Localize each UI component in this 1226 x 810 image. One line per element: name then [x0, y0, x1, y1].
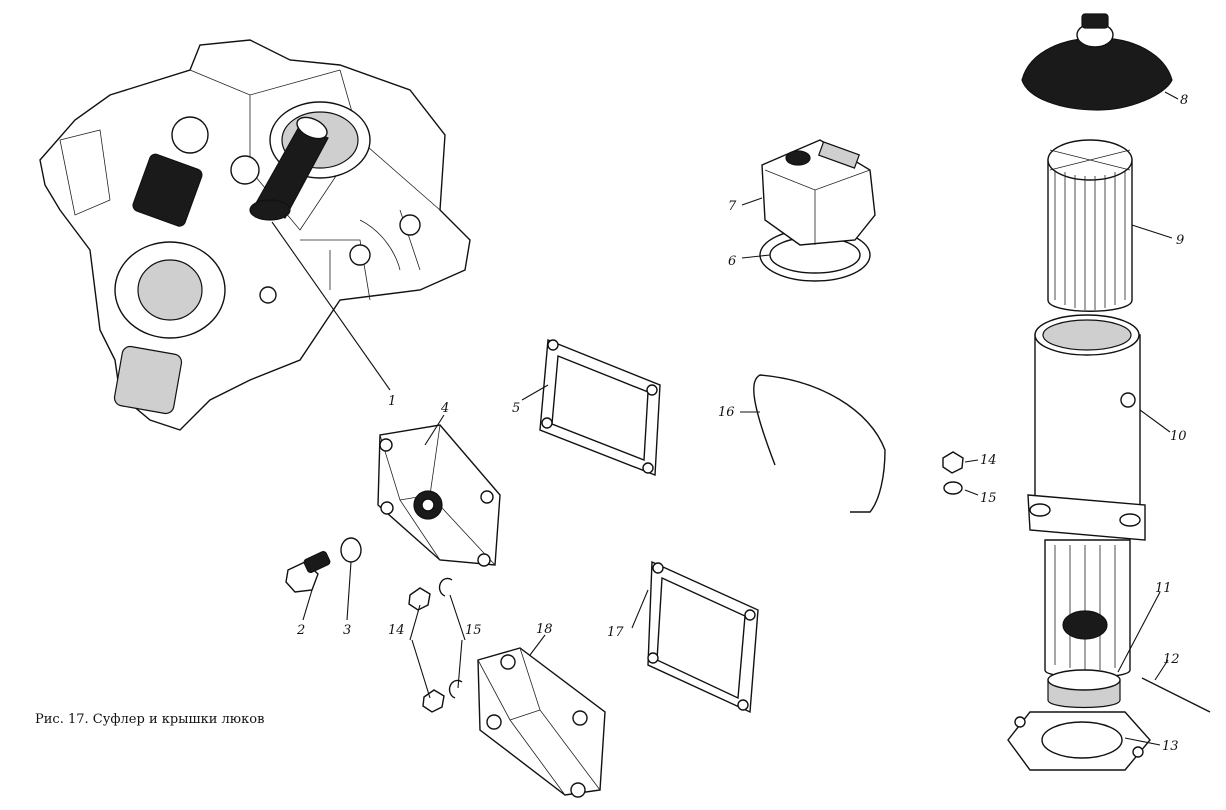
- washer-lower: [448, 679, 463, 699]
- hatch-cover-lower: [477, 647, 606, 798]
- drain-plug: [285, 550, 331, 593]
- label-12: 12: [1163, 652, 1180, 667]
- label-14-right: 14: [980, 453, 997, 468]
- label-1: 1: [388, 394, 396, 409]
- label-9: 9: [1176, 233, 1184, 248]
- nut-small-lower: [422, 689, 445, 713]
- breather-housing: [1027, 314, 1146, 679]
- wire-retainer: [753, 374, 886, 513]
- label-7: 7: [728, 199, 737, 214]
- gearbox-housing: [39, 39, 471, 431]
- washer-right: [943, 481, 963, 495]
- label-14-left: 14: [388, 623, 405, 638]
- label-13: 13: [1162, 739, 1179, 754]
- mesh-ring: [1047, 669, 1121, 709]
- nut-small-right: [942, 451, 964, 474]
- label-2: 2: [296, 623, 305, 638]
- breather-body: [759, 139, 876, 282]
- label-5: 5: [512, 401, 520, 416]
- label-18: 18: [536, 622, 553, 637]
- figure-caption: Рис. 17. Суфлер и крышки люков: [35, 712, 264, 727]
- hatch-cover-upper: [377, 424, 501, 567]
- label-17: 17: [607, 625, 624, 640]
- cotter-pin: [1141, 677, 1211, 713]
- number-labels: 1 2 3 4 5 6 7 8 9 10 11 12 13 14 15 14 1…: [296, 93, 1188, 754]
- gasket-lower: [647, 560, 759, 714]
- breather-tube: [249, 116, 329, 221]
- label-15-left: 15: [465, 623, 482, 638]
- nut-small-upper: [408, 587, 431, 611]
- label-4: 4: [440, 401, 449, 416]
- flange-gasket: [1007, 711, 1151, 771]
- label-6: 6: [728, 254, 736, 269]
- snap-ring: [340, 537, 362, 563]
- gasket-upper: [539, 338, 661, 477]
- leader-lines: [271, 91, 1179, 746]
- label-16: 16: [718, 405, 735, 420]
- label-15-right: 15: [980, 491, 997, 506]
- breather-cap: [1021, 13, 1173, 111]
- label-3: 3: [343, 623, 351, 638]
- label-11: 11: [1155, 581, 1172, 596]
- label-8: 8: [1180, 93, 1188, 108]
- label-10: 10: [1170, 429, 1187, 444]
- filter-element: [1047, 139, 1133, 312]
- washer-upper: [438, 577, 453, 597]
